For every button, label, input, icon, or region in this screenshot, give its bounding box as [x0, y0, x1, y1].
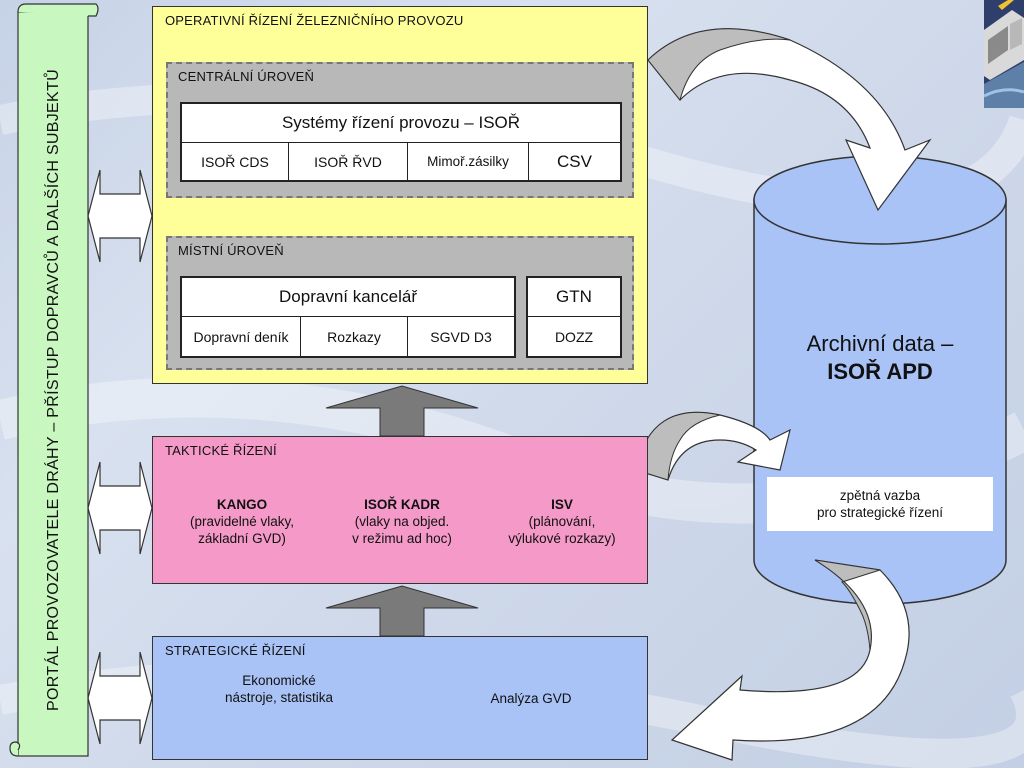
- cell-rozkazy: Rozkazy: [327, 328, 381, 345]
- card-isor-kadr-line1: (vlaky na objed.: [354, 514, 450, 529]
- card-kango-name: KANGO: [216, 497, 268, 512]
- cell-csv: CSV: [557, 151, 592, 171]
- card-isv-line1: (plánování,: [528, 514, 596, 529]
- banner-gvd-analysis: Analýza GVD: [464, 690, 598, 707]
- strategic-panel: STRATEGICKÉ ŘÍZENÍ: [152, 636, 648, 760]
- central-level-panel: CENTRÁLNÍ ÚROVEŇ Systémy řízení provozu …: [166, 62, 634, 198]
- cell-dozz: DOZZ: [554, 328, 594, 345]
- central-level-title: CENTRÁLNÍ ÚROVEŇ: [178, 69, 315, 84]
- archive-title: Archivní data – ISOŘ APD: [760, 330, 1000, 386]
- tactical-panel: TAKTICKÉ ŘÍZENÍ: [152, 436, 648, 584]
- feedback-line1: zpětná vazba: [839, 488, 921, 503]
- card-isor-kadr-line2: v režimu ad hoc): [352, 531, 452, 546]
- portal-scroll: [9, 3, 99, 757]
- tactical-title: TAKTICKÉ ŘÍZENÍ: [165, 443, 277, 458]
- up-arrow-tactical-to-operational: [325, 385, 479, 437]
- curved-arrow-archive-to-strategic: [670, 559, 910, 761]
- banner-economic-line1: Ekonomické: [242, 673, 316, 688]
- central-systems-table: Systémy řízení provozu – ISOŘ ISOŘ CDS I…: [180, 102, 622, 182]
- archive-title-line2: ISOŘ APD: [827, 359, 933, 384]
- local-office-header: Dopravní kancelář: [279, 287, 417, 306]
- card-kango-line2: základní GVD): [198, 531, 286, 546]
- card-isv: ISV (plánování, výlukové rozkazy): [492, 496, 632, 547]
- local-gtn-table: GTN DOZZ: [526, 276, 622, 358]
- curved-arrow-to-archive: [647, 28, 932, 212]
- local-level-panel: MÍSTNÍ ÚROVEŇ Dopravní kancelář Dopravní…: [166, 236, 634, 370]
- banner-gvd-line1: Analýza GVD: [490, 691, 572, 706]
- local-level-title: MÍSTNÍ ÚROVEŇ: [178, 243, 284, 258]
- up-arrow-strategic-to-tactical: [325, 585, 479, 637]
- card-isor-kadr: ISOŘ KADR (vlaky na objed. v režimu ad h…: [332, 496, 472, 547]
- portal-double-arrows: [87, 169, 153, 745]
- cell-isor-rvd: ISOŘ ŘVD: [314, 153, 382, 170]
- corner-logo: [984, 0, 1024, 108]
- card-kango: KANGO (pravidelné vlaky, základní GVD): [172, 496, 312, 547]
- corner-logo-image: [984, 0, 1024, 108]
- cell-dopravni-denik: Dopravní deník: [193, 328, 289, 345]
- central-systems-header: Systémy řízení provozu – ISOŘ: [281, 113, 521, 132]
- banner-economic-tools: Ekonomické nástroje, statistika: [204, 672, 354, 706]
- local-office-table: Dopravní kancelář Dopravní deník Rozkazy…: [180, 276, 516, 358]
- cell-gtn: GTN: [556, 287, 592, 306]
- operational-title: OPERATIVNÍ ŘÍZENÍ ŽELEZNIČNÍHO PROVOZU: [165, 13, 464, 28]
- card-kango-line1: (pravidelné vlaky,: [189, 514, 295, 529]
- card-isv-line2: výlukové rozkazy): [508, 531, 616, 546]
- portal-label: PORTÁL PROVOZOVATELE DRÁHY – PŘÍSTUP DOP…: [45, 69, 62, 711]
- cell-sgvd-d3: SGVD D3: [430, 328, 492, 345]
- feedback-box: zpětná vazba pro strategické řízení: [767, 477, 993, 531]
- portal-sidebar: PORTÁL PROVOZOVATELE DRÁHY – PŘÍSTUP DOP…: [14, 6, 90, 758]
- card-isv-name: ISV: [551, 497, 573, 512]
- feedback-line2: pro strategické řízení: [816, 505, 944, 520]
- banner-economic-line2: nástroje, statistika: [224, 690, 334, 705]
- cell-isor-cds: ISOŘ CDS: [201, 153, 269, 170]
- strategic-title: STRATEGICKÉ ŘÍZENÍ: [165, 643, 306, 658]
- cell-mimor-zasilky: Mimoř.zásilky: [427, 154, 509, 169]
- archive-title-line1: Archivní data –: [806, 331, 954, 356]
- curved-arrow-tactical-to-archive: [635, 411, 791, 481]
- card-isor-kadr-name: ISOŘ KADR: [364, 497, 440, 512]
